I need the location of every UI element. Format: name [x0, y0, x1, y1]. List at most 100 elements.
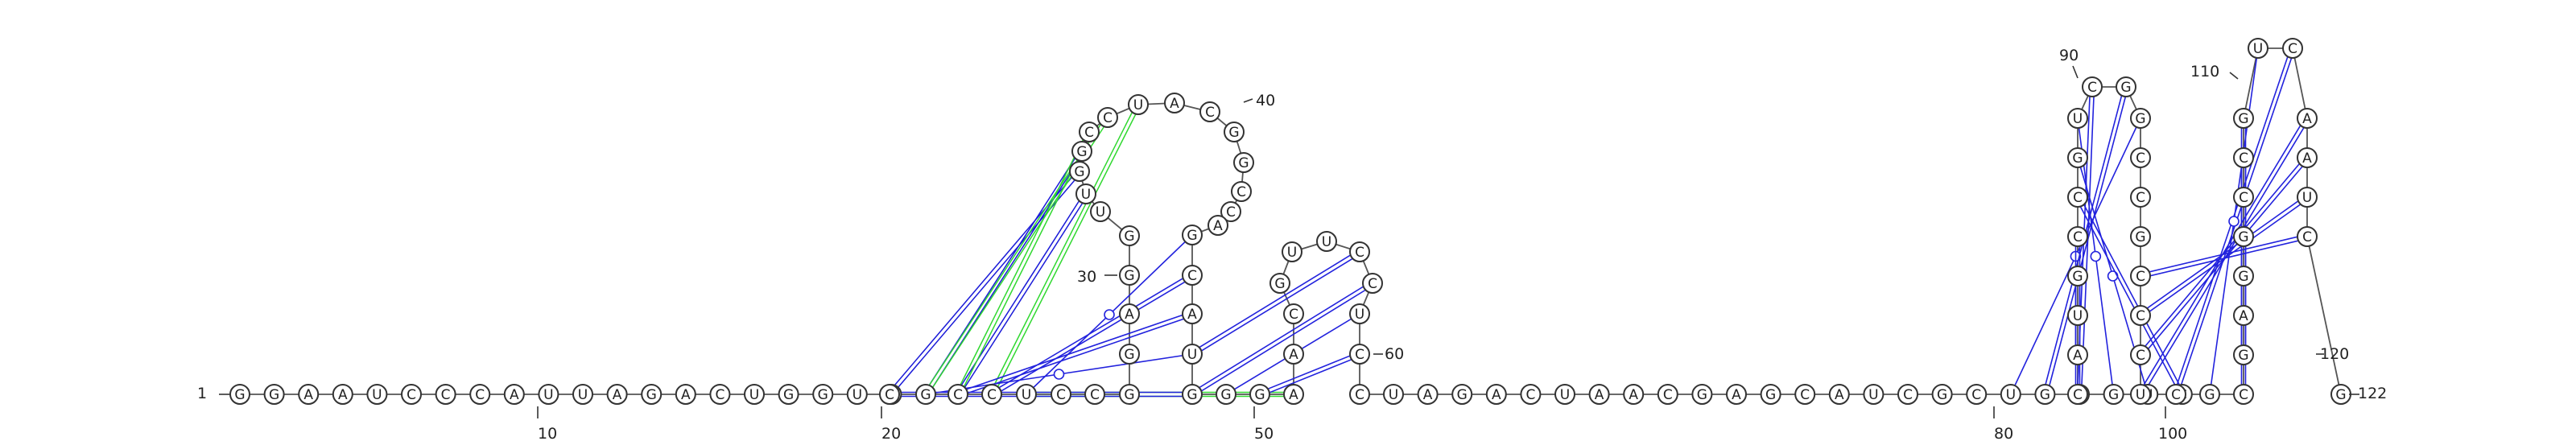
- nucleotide: A: [503, 384, 525, 405]
- position-label-30: 30: [1077, 268, 1096, 286]
- nucleotide-letter: A: [1125, 307, 1134, 323]
- nucleotide-circle: [2233, 187, 2254, 208]
- nucleotide-letter: G: [2238, 229, 2248, 245]
- nucleotide: C: [2130, 305, 2151, 326]
- base-pair-line: [2080, 87, 2095, 395]
- nucleotide-letter: C: [2239, 150, 2248, 167]
- nucleotide-letter: G: [2204, 387, 2215, 403]
- nucleotide-letter: C: [2136, 190, 2145, 206]
- nucleotide: G: [2103, 384, 2124, 405]
- nucleotide: C: [1079, 122, 1100, 142]
- nucleotide-letter: U: [2073, 111, 2083, 127]
- nucleotide-circle: [2067, 344, 2088, 365]
- nucleotide-letter: C: [1971, 387, 1981, 403]
- nucleotide-letter: G: [1124, 229, 1134, 245]
- nucleotide-circle: [2067, 108, 2088, 129]
- nucleotide-circle: [1119, 303, 1140, 324]
- pseudoknot-line: [956, 130, 1088, 394]
- base-pair-line: [1191, 281, 1373, 394]
- nucleotide: C: [2067, 187, 2088, 208]
- nucleotide-circle: [1283, 303, 1304, 324]
- nucleotide: C: [401, 384, 422, 405]
- nucleotide-letter: G: [2072, 150, 2083, 167]
- nucleotide-circle: [2282, 38, 2303, 59]
- nucleotide: C: [2233, 187, 2254, 208]
- nucleotide-circle: [2067, 147, 2088, 168]
- nucleotide-circle: [1485, 384, 1507, 405]
- nucleotide-letter: A: [1187, 307, 1197, 323]
- nucleotide-circle: [1863, 384, 1885, 405]
- nucleotide-circle: [1233, 152, 1254, 173]
- nucleotide-letter: U: [1187, 347, 1197, 363]
- nucleotide-circle: [846, 384, 868, 405]
- nucleotide-circle: [606, 384, 628, 405]
- nucleotide-letter: G: [2120, 80, 2131, 96]
- nucleotide-circle: [332, 384, 353, 405]
- nucleotide-circle: [2130, 187, 2151, 208]
- nucleotide: U: [2067, 108, 2088, 129]
- nucleotide: C: [1220, 201, 1241, 222]
- nucleotide: A: [1485, 384, 1507, 405]
- nucleotide-letter: C: [2171, 387, 2181, 403]
- nucleotide-circle: [2130, 344, 2151, 365]
- nucleotide-letter: C: [407, 387, 416, 403]
- nucleotide-circle: [1349, 303, 1370, 324]
- pseudoknot-line: [989, 103, 1137, 394]
- nucleotide: C: [709, 384, 731, 405]
- base-pair-line: [956, 311, 1192, 394]
- nucleotide-letter: U: [1322, 234, 1331, 250]
- nucleotide: G: [263, 384, 285, 405]
- nucleotide-letter: C: [1903, 387, 1913, 403]
- nucleotide: C: [469, 384, 491, 405]
- nucleotide: G: [2233, 226, 2254, 247]
- nucleotide: G: [1216, 384, 1236, 405]
- nucleotide: G: [1691, 384, 1713, 405]
- nucleotide: A: [1417, 384, 1439, 405]
- nucleotide: G: [2233, 108, 2254, 129]
- nucleotide-circle: [2233, 147, 2254, 168]
- nucleotide-circle: [1362, 273, 1383, 294]
- nucleotide-circle: [263, 384, 285, 405]
- nucleotide-letter: A: [2302, 150, 2312, 167]
- base-pair-line: [1191, 249, 1360, 353]
- nucleotide: G: [1931, 384, 1953, 405]
- position-label-80: 80: [1994, 425, 2013, 441]
- nucleotide: C: [2067, 384, 2088, 405]
- nucleotide-letter: U: [2073, 308, 2083, 324]
- nucleotide-letter: A: [303, 387, 313, 403]
- nucleotide-circle: [2233, 226, 2254, 247]
- nucleotide-circle: [879, 384, 900, 405]
- nucleotide: G: [915, 384, 936, 405]
- nucleotide-circle: [538, 384, 559, 405]
- nucleotide-circle: [1897, 384, 1918, 405]
- nucleotide-circle: [778, 384, 799, 405]
- nucleotide: U: [1383, 384, 1404, 405]
- nucleotide-letter: U: [852, 387, 862, 403]
- nucleotide: U: [1282, 241, 1302, 262]
- nucleotide: A: [1182, 303, 1203, 324]
- nucleotide: U: [538, 384, 559, 405]
- nucleotide-letter: C: [1226, 204, 1236, 220]
- nucleotide-circle: [503, 384, 525, 405]
- nucleotide: G: [1269, 273, 1290, 294]
- nucleotide-circle: [2165, 384, 2186, 405]
- nucleotide-letter: A: [2239, 308, 2248, 324]
- nucleotide-circle: [2130, 305, 2151, 326]
- nucleotide-letter: C: [1187, 268, 1197, 284]
- nucleotide: G: [1224, 122, 1245, 142]
- nucleotide: C: [1349, 384, 1370, 405]
- nucleotide-letter: A: [2073, 348, 2083, 364]
- position-tick: [1243, 98, 1253, 103]
- nucleotide-letter: C: [441, 387, 451, 403]
- base-pair-line: [992, 276, 1194, 397]
- base-pair-line: [990, 273, 1192, 394]
- nucleotide-letter: U: [578, 387, 588, 403]
- nucleotide-circle: [1349, 241, 1370, 262]
- nucleotide-letter: A: [2302, 111, 2312, 127]
- nucleotide-letter: C: [987, 387, 997, 403]
- nucleotide: C: [2130, 344, 2151, 365]
- base-pair-layer: [890, 47, 2310, 398]
- nucleotide: G: [229, 384, 250, 405]
- nucleotide-layer: GGAAUCCCAUUAGACUGGUCCGCCUCCGGAGGUUGGCCUA…: [229, 38, 2351, 405]
- gu-pair-marker: [1053, 369, 1065, 380]
